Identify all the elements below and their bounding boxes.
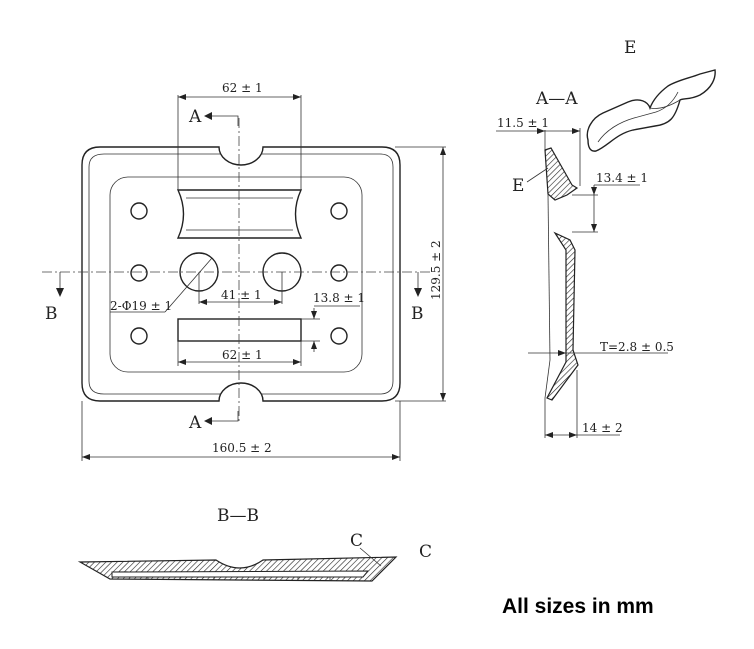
dim-holes-diameter: 2-Φ19 ± 1 xyxy=(110,299,172,313)
label-section-bb: B—B xyxy=(217,506,259,526)
section-marker-bottom xyxy=(212,411,239,422)
section-aa-profile xyxy=(544,147,579,201)
bottom-slot xyxy=(177,318,302,342)
label-c-leader: C xyxy=(350,531,363,551)
detail-e-outline xyxy=(586,69,716,152)
top-slot-inner xyxy=(186,197,293,231)
embossed-panel xyxy=(109,176,363,373)
detail-e-view xyxy=(586,69,716,152)
label-section-b-left: B xyxy=(45,304,58,324)
dim-13-4: 13.4 ± 1 xyxy=(596,171,648,185)
label-section-aa: A—A xyxy=(535,89,578,109)
hole-small xyxy=(330,264,348,282)
hole-small xyxy=(130,202,148,220)
hole-small xyxy=(130,327,148,345)
dim-thickness: T=2.8 ± 0.5 xyxy=(600,340,674,354)
plate-inner-outline xyxy=(88,153,394,395)
dim-62-top: 62 ± 1 xyxy=(222,81,263,95)
label-section-a-top: A xyxy=(188,107,202,127)
hole-small xyxy=(130,264,148,282)
dim-41: 41 ± 1 xyxy=(221,288,262,302)
section-aa-view xyxy=(496,128,668,438)
dim-13-8: 13.8 ± 1 xyxy=(313,291,365,305)
dim-62-bottom: 62 ± 1 xyxy=(222,348,263,362)
label-detail-e: E xyxy=(624,38,636,58)
hole-small xyxy=(330,327,348,345)
label-section-a-bottom: A xyxy=(188,413,202,433)
plate-outline xyxy=(81,146,401,402)
plate-top-view xyxy=(42,94,446,461)
dim-14: 14 ± 2 xyxy=(582,421,623,435)
section-marker-top xyxy=(212,115,239,126)
label-detail-c: C xyxy=(419,542,432,562)
dim-160-5: 160.5 ± 2 xyxy=(212,441,272,455)
section-bb-view xyxy=(77,547,398,582)
dim-129-5: 129.5 ± 2 xyxy=(429,240,443,300)
hole-small xyxy=(330,202,348,220)
label-section-b-right: B xyxy=(411,304,424,324)
label-e-leader: E xyxy=(512,176,524,196)
dim-11-5: 11.5 ± 1 xyxy=(497,116,549,130)
units-note: All sizes in mm xyxy=(502,595,654,618)
top-slot xyxy=(176,189,303,239)
